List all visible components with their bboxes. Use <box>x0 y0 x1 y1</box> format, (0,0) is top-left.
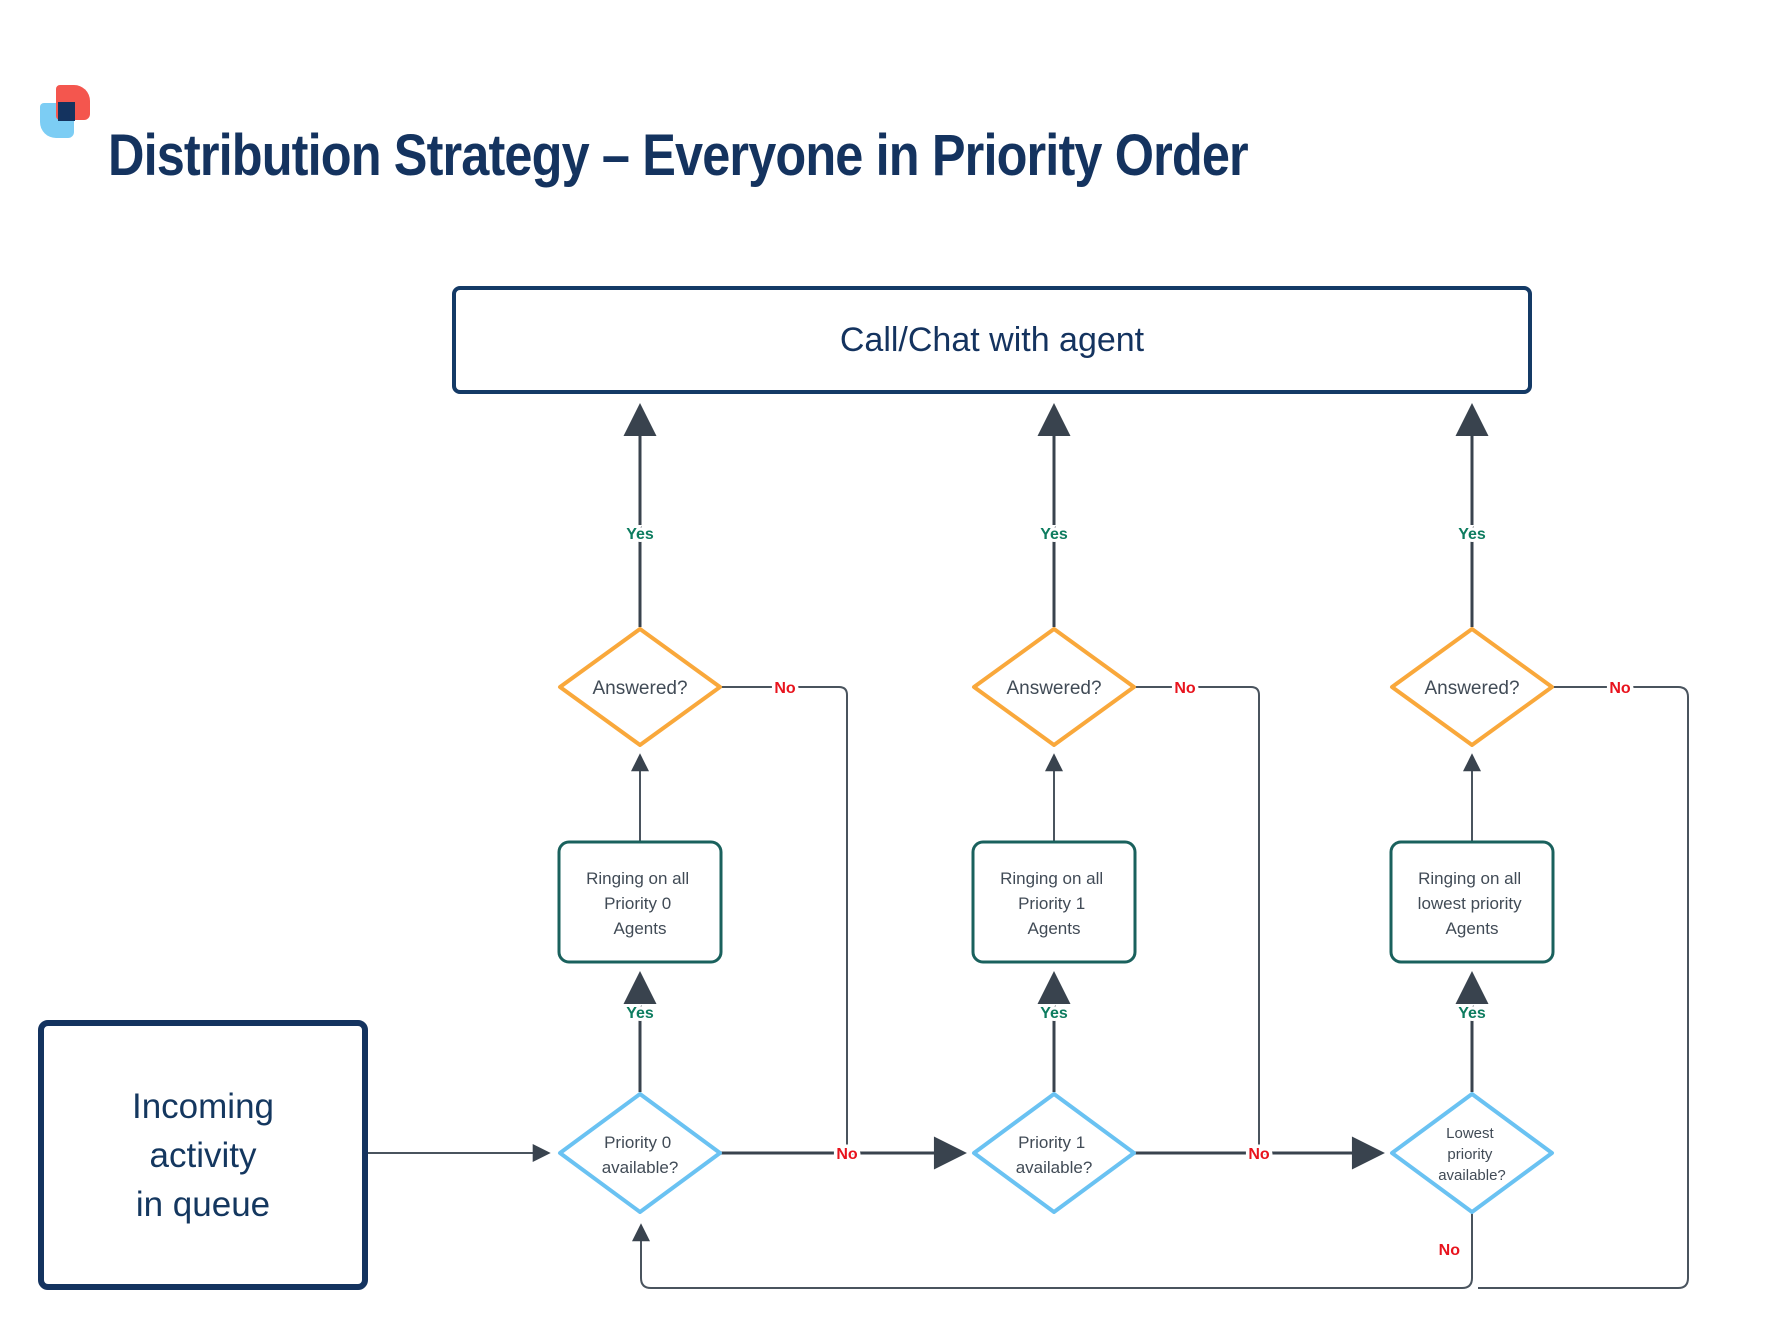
ringing-label-3-line3: Agents <box>1446 919 1499 938</box>
ringing-label-2-line1: Ringing on all <box>1000 869 1103 888</box>
incoming-line-2: activity <box>149 1135 257 1175</box>
yes-label-answered2: Yes <box>1040 526 1068 543</box>
answered-label-2: Answered? <box>1006 678 1101 699</box>
available-label-2-line2: available? <box>1016 1158 1093 1177</box>
logo-navy-square <box>58 102 75 121</box>
no-label-avail2: No <box>1248 1146 1270 1163</box>
call-chat-with-agent-box: Call/Chat with agent <box>452 286 1532 394</box>
incoming-line-3: in queue <box>135 1184 271 1224</box>
connector-answered3-no-loop <box>1478 686 1689 1289</box>
ringing-box-1 <box>557 840 723 964</box>
available-diamond-1 <box>558 1092 722 1214</box>
yes-label-answered1: Yes <box>626 526 654 543</box>
available-label-3-line1: Lowest <box>1446 1125 1494 1142</box>
no-label-answered3: No <box>1609 680 1631 697</box>
ringing-label-3: Ringing on all lowest priority Agents <box>1418 869 1527 938</box>
ringing-label-3-line1: Ringing on all <box>1418 869 1521 888</box>
connector-bottom-return-loop <box>632 1212 1473 1289</box>
ringing-label-2: Ringing on all Priority 1 Agents <box>1000 869 1108 938</box>
incoming-line-1: Incoming <box>131 1086 275 1126</box>
available-diamond-2 <box>972 1092 1136 1214</box>
available-label-2: Priority 1 available? <box>1016 1133 1093 1177</box>
no-label-avail1: No <box>836 1146 858 1163</box>
available-label-1-line2: available? <box>602 1158 679 1177</box>
no-label-answered1: No <box>774 680 796 697</box>
connector-answered1-no-loop <box>720 686 848 1152</box>
ringing-label-1-line3: Agents <box>614 919 667 938</box>
brand-logo-icon <box>40 84 94 140</box>
answered-diamond-2 <box>972 627 1136 747</box>
ringing-label-3-line2: lowest priority <box>1418 894 1522 913</box>
no-label-avail3: No <box>1439 1242 1461 1259</box>
answered-diamond-1 <box>558 627 722 747</box>
answered-label-3: Answered? <box>1424 678 1519 699</box>
page-title: Distribution Strategy – Everyone in Prio… <box>108 123 1249 188</box>
available-label-3-line2: priority <box>1447 1146 1493 1163</box>
incoming-activity-box: Incoming activity in queue <box>38 1020 368 1290</box>
ringing-box-2 <box>971 840 1137 964</box>
ringing-label-1-line1: Ringing on all <box>586 869 689 888</box>
connector-answered2-no-loop <box>1134 686 1260 1152</box>
available-label-1: Priority 0 available? <box>602 1133 679 1177</box>
ringing-label-1: Ringing on all Priority 0 Agents <box>586 869 694 938</box>
available-diamond-3 <box>1390 1092 1554 1214</box>
ringing-label-2-line2: Priority 1 <box>1018 894 1085 913</box>
ringing-label-2-line3: Agents <box>1028 919 1081 938</box>
available-label-3-line3: available? <box>1438 1167 1506 1184</box>
ringing-label-1-line2: Priority 0 <box>604 894 671 913</box>
available-label-3: Lowest priority available? <box>1438 1125 1506 1184</box>
ringing-box-3 <box>1389 840 1555 964</box>
available-label-1-line1: Priority 0 <box>604 1133 671 1152</box>
no-label-answered2: No <box>1174 680 1196 697</box>
answered-label-1: Answered? <box>592 678 687 699</box>
yes-label-avail1: Yes <box>626 1005 654 1022</box>
yes-label-avail2: Yes <box>1040 1005 1068 1022</box>
yes-label-answered3: Yes <box>1458 526 1486 543</box>
answered-diamond-3 <box>1390 627 1554 747</box>
call-chat-label: Call/Chat with agent <box>839 320 1145 359</box>
yes-label-avail3: Yes <box>1458 1005 1486 1022</box>
available-label-2-line1: Priority 1 <box>1018 1133 1085 1152</box>
